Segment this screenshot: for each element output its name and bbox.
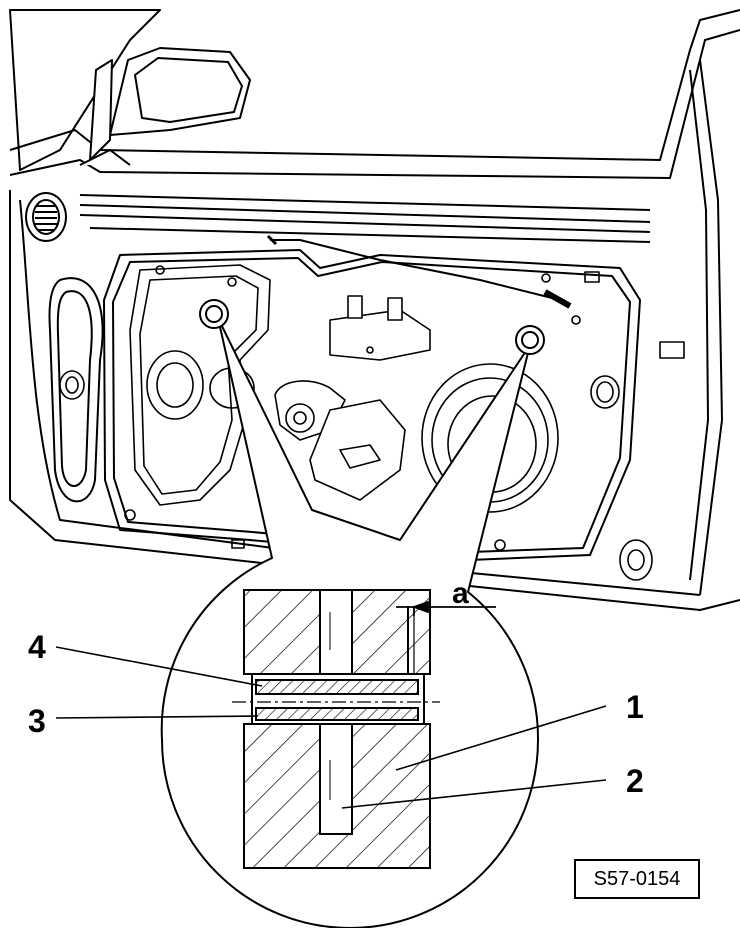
figure-id-box: S57-0154 xyxy=(574,859,700,899)
door-inner-panel xyxy=(48,249,641,561)
callout-leaders xyxy=(55,646,607,809)
callout-3-label: 3 xyxy=(28,703,46,739)
door-body xyxy=(9,9,740,611)
tweeter-grille xyxy=(25,192,67,242)
grommet-holes xyxy=(199,299,545,355)
enlarged-section-detail xyxy=(232,589,440,869)
callout-1-label: 1 xyxy=(626,689,644,725)
callout-4-label: 4 xyxy=(28,629,46,665)
callout-2-label: 2 xyxy=(626,763,644,799)
side-mirror xyxy=(79,47,251,166)
dimension-a-marker xyxy=(396,600,496,616)
dimension-a-label: a xyxy=(452,577,469,610)
